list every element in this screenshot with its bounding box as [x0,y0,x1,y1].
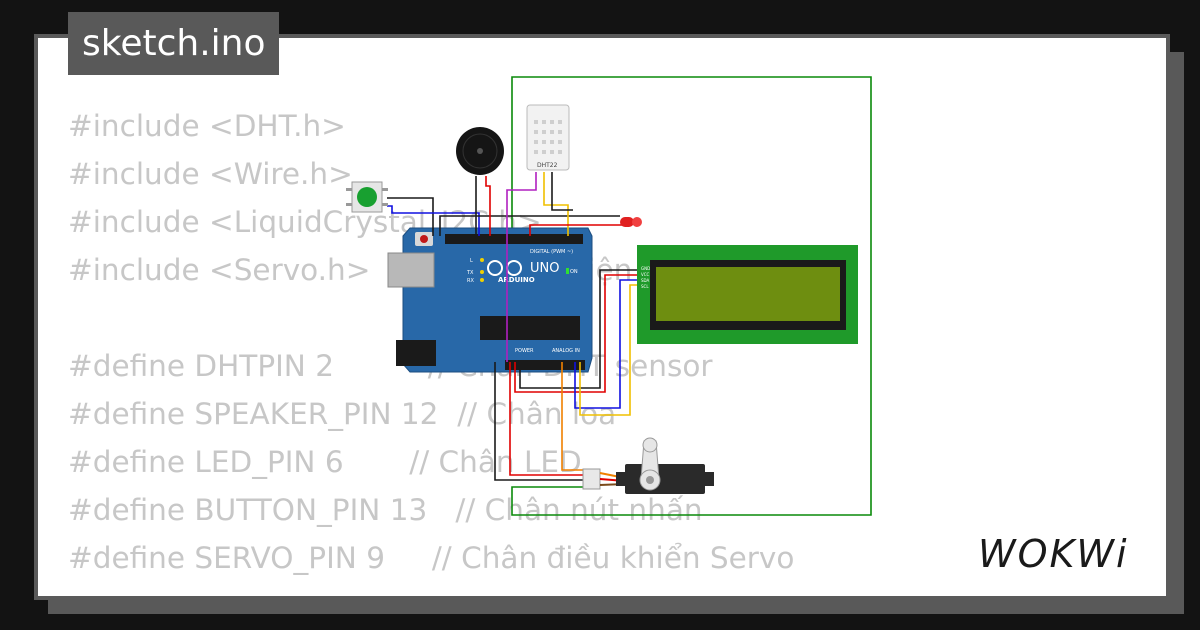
button-cap [357,187,377,207]
power-header-label: POWER [515,348,534,354]
preview-card [34,34,1170,600]
pushbutton[interactable] [346,181,388,213]
servo-wire-black[interactable] [494,362,583,481]
sensor-grille [534,120,562,154]
servo-wire-orange[interactable] [561,362,583,471]
lcd-screen [656,267,840,321]
lcd-pin-label: VCC [641,272,650,277]
wokwi-logo: WOKWi [978,532,1129,576]
sensor-label: DHT22 [537,162,558,169]
button-wire-blue[interactable] [387,205,480,236]
file-tab-title: sketch.ino [82,23,266,64]
wokwi-logo-text: WOKWi [978,532,1129,576]
digital-header [445,234,583,244]
led-wire-black[interactable] [439,215,620,236]
lcd-display[interactable]: GND VCC SDA SCL [637,245,858,344]
code-line: #define LED_PIN 6 // Chân LED [68,445,582,479]
code-line: #include <Wire.h> [68,157,353,191]
lcd-wire-blue[interactable] [574,279,640,409]
servo-connector [582,468,601,490]
reset-button-cap [420,235,428,243]
usb-port [387,252,435,288]
analog-header-label: ANALOG IN [552,348,580,354]
led-tx-indicator [480,270,484,274]
digital-header-label: DIGITAL (PWM ~) [530,249,573,255]
led-rx-indicator [480,278,484,282]
led-l-label: L [470,258,473,264]
lcd-pin-label: SDA [641,278,650,283]
power-jack [396,340,436,366]
board-brand-text: ARDUINO [498,276,535,284]
dht-wire-black[interactable] [551,172,573,211]
led-tx-label: TX [466,270,474,276]
arduino-uno-board[interactable]: ARDUINO UNO DIGITAL (PWM ~) ANALOG IN PO… [387,227,593,373]
code-line: #include <DHT.h> [68,109,346,143]
lcd-wire-yellow[interactable] [579,284,640,416]
lcd-wire-black[interactable] [519,269,640,389]
on-label: ON [570,269,578,275]
atmega-chip [480,316,580,340]
led-rx-label: RX [467,278,474,284]
button-wire-black[interactable] [387,197,434,236]
lcd-pin-label: GND [641,266,650,271]
file-tab[interactable]: sketch.ino [68,12,280,75]
led[interactable] [620,217,642,227]
lcd-pin-label: SCL [641,284,649,289]
dht-wire-yellow[interactable] [543,172,569,236]
dht22-sensor[interactable]: DHT22 [526,104,570,171]
servo-motor[interactable] [582,437,714,494]
board-model-text: UNO [530,261,559,276]
servo-wire-red[interactable] [509,362,583,476]
analog-header [505,360,585,370]
code-background: #include <DHT.h>#include <Wire.h>#includ… [68,102,794,582]
code-line: #define BUTTON_PIN 13 // Chân nút nhấn [68,493,703,527]
on-led-indicator [566,268,569,274]
speaker-wire-red[interactable] [485,176,491,236]
buzzer[interactable] [456,127,504,175]
code-line: #define SERVO_PIN 9 // Chân điều khiển S… [68,541,795,575]
lcd-wire-red[interactable] [514,274,640,393]
arduino-logo-icon [487,260,503,276]
green-wire[interactable] [511,76,872,516]
dht-wire-purple[interactable] [506,172,537,362]
led-l-indicator [480,258,484,262]
